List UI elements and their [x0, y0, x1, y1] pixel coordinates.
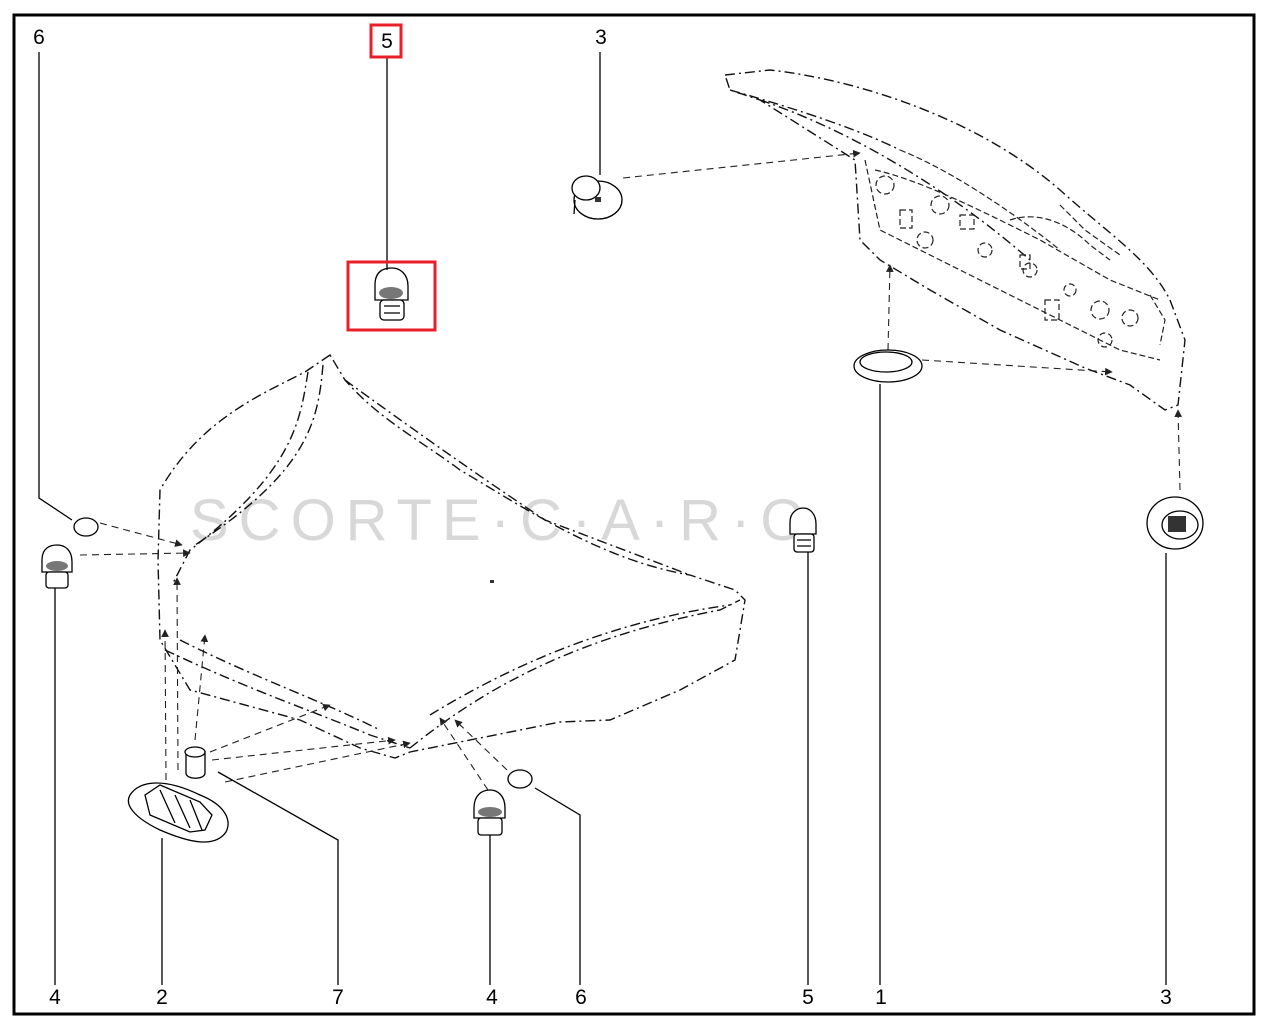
callout-label: 5	[802, 986, 814, 1009]
callout-label: 4	[49, 986, 61, 1009]
callout-label: 4	[486, 986, 498, 1009]
diagram-frame	[12, 13, 1256, 1016]
callout-label: 2	[156, 986, 168, 1009]
clip-part-5-highlighted	[374, 267, 409, 321]
bump-stop-part-7	[184, 746, 206, 779]
callout-label: 3	[1160, 986, 1172, 1009]
washer-part-6-left	[73, 517, 99, 537]
assembly-arrows	[79, 149, 1183, 791]
plug-part-3-right	[1146, 496, 1204, 550]
tailgate-panel	[724, 69, 1186, 411]
highlight-box-part-5	[346, 260, 437, 332]
callout-label: 3	[595, 26, 607, 49]
hood-panel	[157, 354, 746, 759]
callout-label: 7	[332, 986, 344, 1009]
clip-part-5-right	[789, 507, 817, 553]
latch-handle-part-2	[127, 782, 229, 843]
washer-part-6-bottom	[507, 769, 533, 789]
callout-label: 1	[875, 986, 887, 1009]
plug-part-3-top	[571, 175, 623, 220]
pad-part-1	[853, 349, 923, 383]
highlight-box-label-5	[369, 23, 403, 59]
callout-label-highlighted: 5	[381, 30, 393, 53]
callout-label: 6	[33, 26, 45, 49]
watermark: SCORTE·C·A·R·O	[190, 488, 815, 553]
tailgate-inner-structure	[864, 149, 1166, 361]
clip-part-4-left	[41, 544, 73, 589]
leader-lines	[38, 52, 1167, 985]
clip-part-4-bottom	[473, 789, 506, 836]
callout-label: 6	[575, 986, 587, 1009]
